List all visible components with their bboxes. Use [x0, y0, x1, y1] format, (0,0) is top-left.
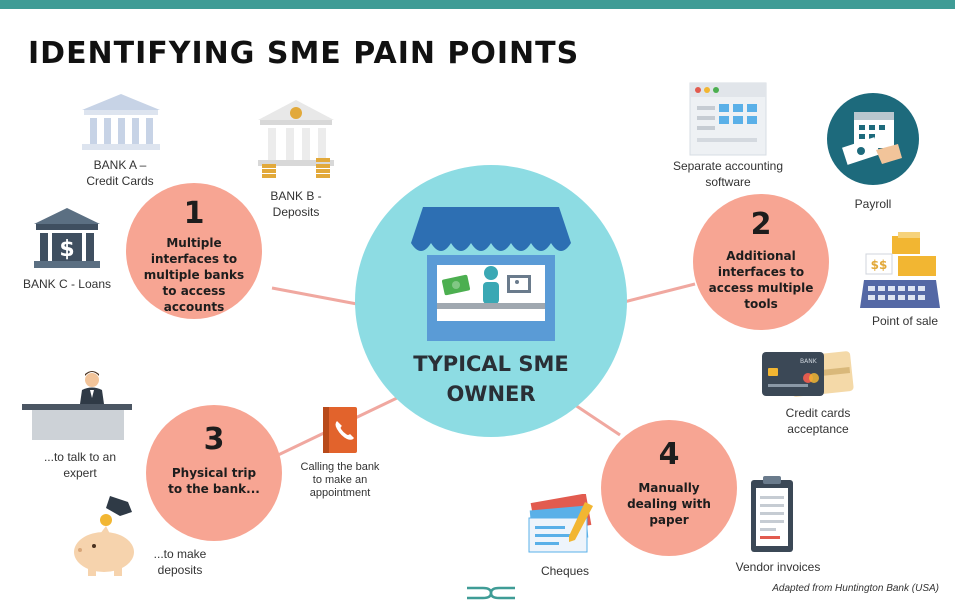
- pain-point-4: 4 Manually dealing with paper: [601, 420, 737, 556]
- top-accent-bar: [0, 0, 955, 9]
- credit-cards-icon: BANK: [762, 351, 854, 397]
- bank-c-label: BANK C - Loans: [22, 277, 112, 291]
- phone-book-icon: [323, 407, 357, 453]
- cheques-icon: [528, 494, 593, 553]
- dollar-bank-icon: $: [34, 208, 100, 268]
- pain-point-number: 2: [750, 207, 772, 242]
- payroll-calendar-icon: [827, 93, 919, 185]
- vendor-label: Vendor invoices: [735, 560, 821, 574]
- pain-point-text: Additional interfaces to access multiple…: [708, 249, 814, 311]
- pain-point-number: 1: [183, 196, 205, 231]
- logo-icon: [467, 586, 515, 600]
- bank-a-label: BANK A –Credit Cards: [86, 158, 154, 188]
- pain-point-number: 3: [203, 422, 225, 457]
- payroll-label: Payroll: [854, 197, 892, 211]
- source-credit: Adapted from Huntington Bank (USA): [772, 583, 939, 594]
- piggy-bank-icon: [74, 496, 134, 576]
- cash-register-icon: $$: [860, 232, 940, 308]
- clipboard-invoice-icon: [751, 476, 793, 552]
- center-label: TYPICAL SME OWNER: [413, 352, 569, 406]
- svg-text:BANK: BANK: [800, 358, 818, 365]
- pain-point-text: Physical trip to the bank...: [168, 466, 260, 496]
- pain-point-2: 2 Additional interfaces to access multip…: [693, 194, 829, 330]
- pain-point-1: 1 Multiple interfaces to multiple banks …: [126, 183, 262, 319]
- bank-with-coins-icon: [258, 100, 334, 178]
- page-title: IDENTIFYING SME PAIN POINTS: [28, 36, 580, 71]
- bank-b-label: BANK B -Deposits: [270, 189, 322, 219]
- center-circle: TYPICAL SME OWNER: [355, 165, 627, 437]
- pain-point-text: Manually dealing with paper: [627, 481, 711, 527]
- pain-point-text: Multiple interfaces to multiple banks to…: [143, 236, 245, 314]
- connector-1: [271, 286, 358, 306]
- browser-window-icon: [689, 82, 767, 156]
- bank-building-icon: [82, 94, 160, 150]
- connector-4: [574, 403, 621, 437]
- storefront-icon: [411, 207, 571, 341]
- pos-label: Point of sale: [871, 314, 939, 328]
- banker-desk-icon: [22, 371, 132, 440]
- connector-2: [623, 282, 696, 304]
- svg-text:$: $: [59, 237, 74, 262]
- svg-text:$$: $$: [871, 258, 888, 272]
- pain-point-number: 4: [658, 437, 680, 472]
- pain-point-3: 3 Physical trip to the bank...: [146, 405, 282, 541]
- cheques-label: Cheques: [540, 564, 590, 578]
